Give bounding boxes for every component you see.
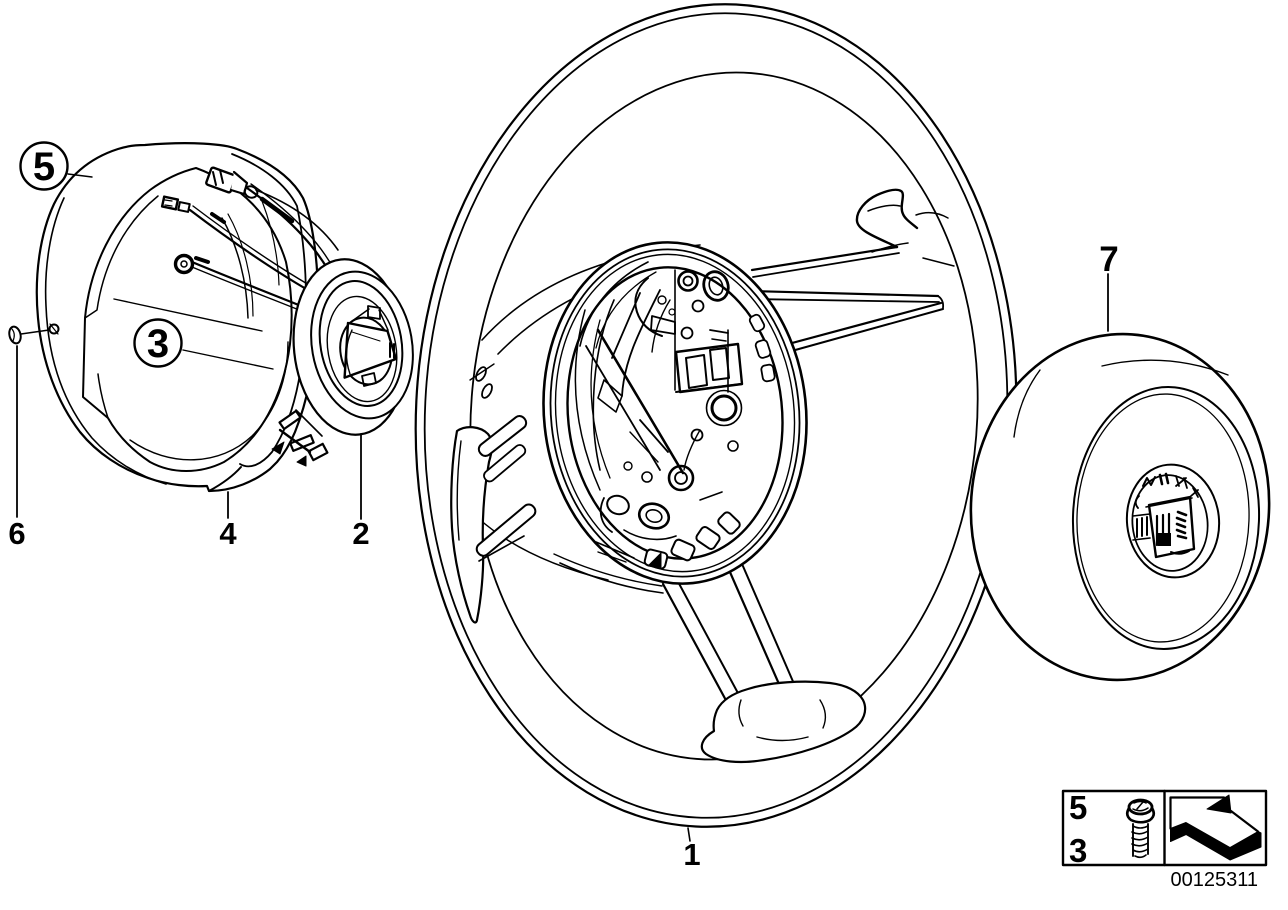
svg-text:2: 2 — [352, 516, 369, 551]
svg-text:5: 5 — [33, 145, 55, 189]
svg-text:1: 1 — [683, 837, 700, 872]
svg-text:5: 5 — [1069, 789, 1087, 826]
svg-text:7: 7 — [1099, 240, 1118, 279]
svg-text:3: 3 — [1069, 832, 1087, 869]
svg-text:00125311: 00125311 — [1171, 869, 1259, 891]
svg-text:4: 4 — [219, 516, 237, 551]
svg-text:3: 3 — [147, 322, 169, 366]
svg-text:6: 6 — [8, 516, 25, 551]
